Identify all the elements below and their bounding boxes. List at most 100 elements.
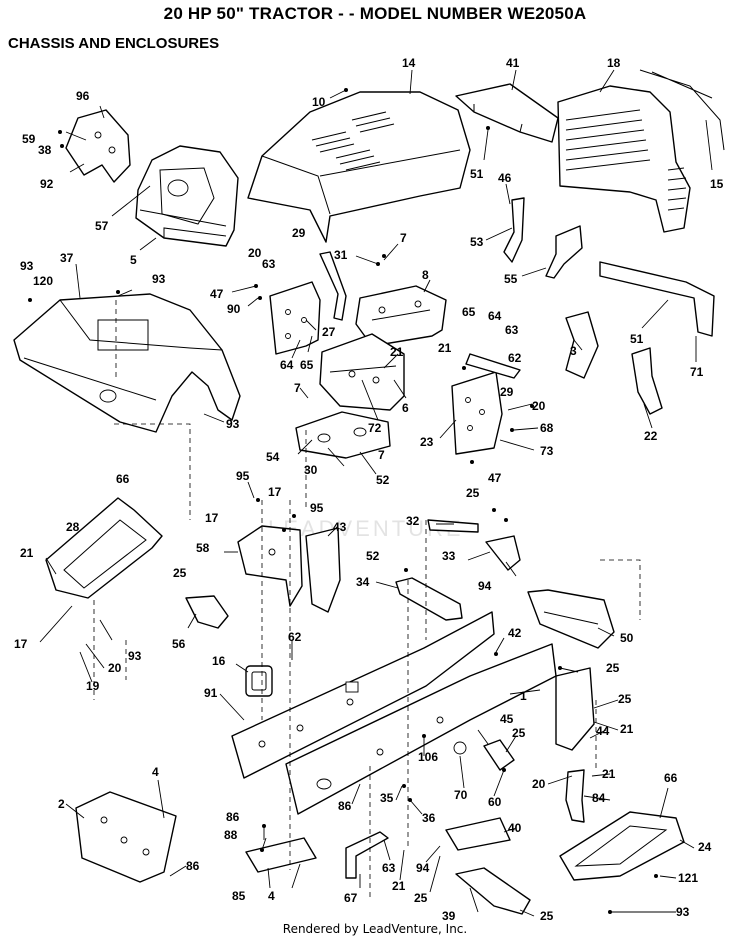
callout-70[interactable]: 70: [454, 788, 468, 802]
callout-7b[interactable]: 7: [294, 381, 301, 395]
part-bumper[interactable]: [527, 589, 615, 649]
callout-16[interactable]: 16: [212, 654, 226, 668]
part-support-8[interactable]: [355, 285, 447, 347]
callout-35[interactable]: 35: [380, 791, 394, 805]
callout-37[interactable]: 37: [60, 251, 74, 265]
callout-59[interactable]: 59: [22, 132, 36, 146]
callout-95a[interactable]: 95: [236, 469, 250, 483]
callout-56[interactable]: 56: [172, 637, 186, 651]
part-bracket-56[interactable]: [185, 595, 229, 629]
callout-72[interactable]: 72: [368, 421, 382, 435]
callout-90[interactable]: 90: [227, 302, 241, 316]
callout-92[interactable]: 92: [40, 177, 54, 191]
callout-25e[interactable]: 25: [512, 726, 526, 740]
callout-57[interactable]: 57: [95, 219, 109, 233]
callout-47b[interactable]: 47: [488, 471, 502, 485]
callout-63c[interactable]: 63: [382, 861, 396, 875]
callout-21c[interactable]: 21: [20, 546, 34, 560]
part-grille[interactable]: [557, 85, 691, 233]
callout-38[interactable]: 38: [38, 143, 52, 157]
callout-34[interactable]: 34: [356, 575, 370, 589]
callout-62b[interactable]: 62: [288, 630, 302, 644]
callout-17a[interactable]: 17: [268, 485, 282, 499]
callout-29b[interactable]: 29: [500, 385, 514, 399]
callout-93c[interactable]: 93: [226, 417, 240, 431]
callout-42[interactable]: 42: [508, 626, 522, 640]
callout-4a[interactable]: 4: [152, 765, 159, 779]
part-bracket-2[interactable]: [75, 791, 177, 883]
part-fender[interactable]: [13, 293, 241, 433]
callout-21b[interactable]: 21: [390, 345, 404, 359]
callout-2[interactable]: 2: [58, 797, 65, 811]
callout-36[interactable]: 36: [422, 811, 436, 825]
callout-91[interactable]: 91: [204, 686, 218, 700]
callout-25g[interactable]: 25: [540, 909, 554, 923]
callout-20c[interactable]: 20: [108, 661, 122, 675]
callout-66b[interactable]: 66: [664, 771, 678, 785]
callout-41[interactable]: 41: [506, 56, 520, 70]
callout-58[interactable]: 58: [196, 541, 210, 555]
part-shield-22[interactable]: [631, 347, 663, 415]
callout-88[interactable]: 88: [224, 828, 238, 842]
callout-51b[interactable]: 51: [630, 332, 644, 346]
callout-18[interactable]: 18: [607, 56, 621, 70]
part-plate-39[interactable]: [455, 867, 531, 915]
callout-24[interactable]: 24: [698, 840, 712, 854]
callout-86a[interactable]: 86: [338, 799, 352, 813]
callout-60[interactable]: 60: [488, 795, 502, 809]
callout-43[interactable]: 43: [333, 520, 347, 534]
callout-55[interactable]: 55: [504, 272, 518, 286]
callout-20d[interactable]: 20: [532, 777, 546, 791]
part-frame-rail-left[interactable]: [231, 611, 495, 779]
callout-93e[interactable]: 93: [676, 905, 690, 919]
part-bar-32[interactable]: [427, 519, 479, 533]
part-bracket-40[interactable]: [445, 817, 511, 851]
part-bracket-43[interactable]: [305, 527, 341, 613]
callout-66a[interactable]: 66: [116, 472, 130, 486]
part-arm-62[interactable]: [465, 353, 521, 379]
callout-86b[interactable]: 86: [186, 859, 200, 873]
callout-30[interactable]: 30: [304, 463, 318, 477]
callout-21a[interactable]: 21: [438, 341, 452, 355]
callout-96[interactable]: 96: [76, 89, 90, 103]
callout-93b[interactable]: 93: [152, 272, 166, 286]
callout-28[interactable]: 28: [66, 520, 80, 534]
callout-21f[interactable]: 21: [602, 767, 616, 781]
part-seat-plate[interactable]: [269, 281, 321, 355]
callout-39[interactable]: 39: [442, 909, 456, 923]
callout-7c[interactable]: 7: [378, 448, 385, 462]
callout-46[interactable]: 46: [498, 171, 512, 185]
callout-53[interactable]: 53: [470, 235, 484, 249]
part-hood-bracket[interactable]: [455, 83, 559, 143]
callout-94b[interactable]: 94: [416, 861, 430, 875]
callout-33[interactable]: 33: [442, 549, 456, 563]
part-plate-30[interactable]: [295, 411, 391, 459]
callout-20a[interactable]: 20: [248, 246, 262, 260]
callout-25f[interactable]: 25: [414, 891, 428, 905]
callout-4b[interactable]: 4: [268, 889, 275, 903]
part-footrest-right[interactable]: [559, 811, 685, 881]
callout-17c[interactable]: 17: [14, 637, 28, 651]
callout-73[interactable]: 73: [540, 444, 554, 458]
callout-8[interactable]: 8: [422, 268, 429, 282]
callout-20b[interactable]: 20: [532, 399, 546, 413]
callout-94a[interactable]: 94: [478, 579, 492, 593]
part-pedal[interactable]: [565, 769, 585, 823]
callout-29a[interactable]: 29: [292, 226, 306, 240]
callout-52a[interactable]: 52: [376, 473, 390, 487]
callout-25d[interactable]: 25: [618, 692, 632, 706]
callout-54[interactable]: 54: [266, 450, 280, 464]
callout-86c[interactable]: 86: [226, 810, 240, 824]
part-dash-panel[interactable]: [135, 145, 239, 247]
callout-106[interactable]: 106: [418, 750, 438, 764]
part-bracket-44[interactable]: [555, 667, 595, 751]
callout-21e[interactable]: 21: [392, 879, 406, 893]
callout-3[interactable]: 3: [570, 344, 577, 358]
callout-25c[interactable]: 25: [606, 661, 620, 675]
callout-10[interactable]: 10: [312, 95, 326, 109]
part-axle[interactable]: [453, 739, 515, 771]
callout-22[interactable]: 22: [644, 429, 658, 443]
part-bracket-55[interactable]: [545, 225, 583, 279]
callout-5[interactable]: 5: [130, 253, 137, 267]
callout-47a[interactable]: 47: [210, 287, 224, 301]
